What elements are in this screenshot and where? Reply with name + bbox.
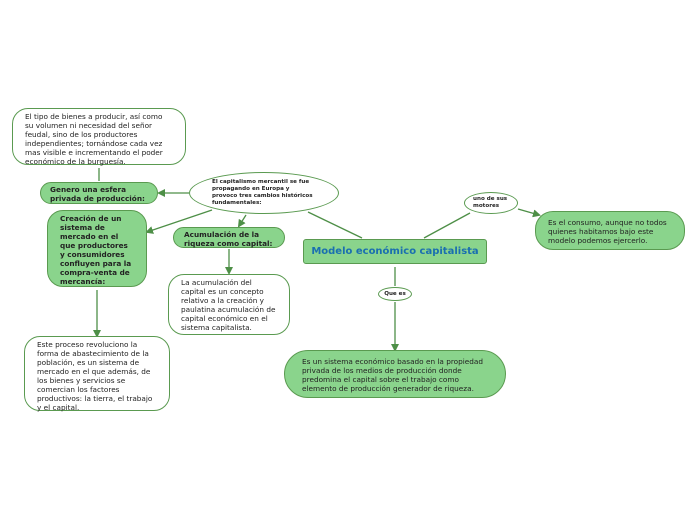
- node-genero-esfera-text: Genero una esfera privada de producción:: [50, 185, 145, 203]
- label-que-es-text: Que es: [384, 290, 406, 297]
- label-uno-de-sus-motores[interactable]: uno de sus motores: [464, 192, 518, 214]
- node-mercantil[interactable]: El capitalismo mercantil se fue propagan…: [189, 172, 339, 214]
- node-genero-esfera[interactable]: Genero una esfera privada de producción:: [40, 182, 158, 204]
- central-topic[interactable]: Modelo económico capitalista: [303, 239, 487, 264]
- link-central-mercantil: [307, 211, 363, 239]
- node-acumulacion-text: Acumulación de la riqueza como capital:: [184, 230, 273, 248]
- node-sistema-economico[interactable]: Es un sistema económico basado en la pro…: [284, 350, 506, 398]
- node-consumo-text: Es el consumo, aunque no todos quienes h…: [548, 218, 667, 245]
- node-proceso-text: Este proceso revoluciono la forma de aba…: [37, 340, 153, 412]
- link-mercantil-acumulacion: [237, 214, 247, 228]
- node-creacion-sistema[interactable]: Creación de un sistema de mercado en el …: [47, 210, 147, 287]
- label-que-es[interactable]: Que es: [378, 287, 412, 301]
- node-mercantil-text: El capitalismo mercantil se fue propagan…: [212, 179, 313, 206]
- central-topic-text: Modelo económico capitalista: [311, 246, 479, 257]
- link-mercantil-creacion: [145, 209, 213, 234]
- node-consumo[interactable]: Es el consumo, aunque no todos quienes h…: [535, 211, 685, 250]
- link-motores-consumo: [517, 208, 541, 218]
- node-creacion-sistema-text: Creación de un sistema de mercado en el …: [60, 214, 132, 286]
- node-acumulacion-desc[interactable]: La acumulación del capital es un concept…: [168, 274, 290, 335]
- node-tipo-bienes[interactable]: El tipo de bienes a producir, así como s…: [12, 108, 186, 166]
- label-uno-de-sus-motores-text: uno de sus motores: [473, 196, 508, 209]
- node-tipo-bienes-text: El tipo de bienes a producir, así como s…: [25, 112, 163, 166]
- node-acumulacion-desc-text: La acumulación del capital es un concept…: [181, 278, 276, 332]
- link-central-motores: [423, 212, 471, 239]
- node-sistema-economico-text: Es un sistema económico basado en la pro…: [302, 357, 484, 393]
- node-acumulacion[interactable]: Acumulación de la riqueza como capital:: [173, 227, 285, 248]
- node-proceso[interactable]: Este proceso revoluciono la forma de aba…: [24, 336, 170, 412]
